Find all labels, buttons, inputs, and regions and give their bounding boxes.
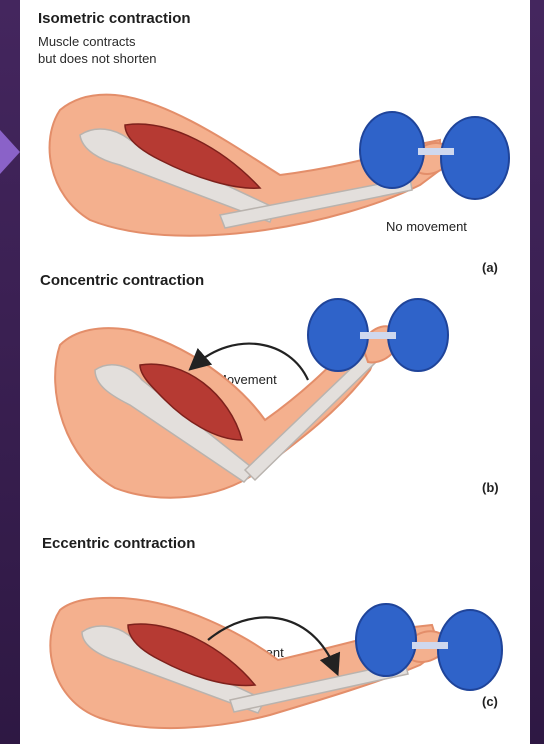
diagram-panel: Isometric contraction Muscle contracts b…: [20, 0, 530, 744]
contraction-illustration: [20, 0, 530, 744]
slide-arrow-icon: [0, 130, 20, 174]
